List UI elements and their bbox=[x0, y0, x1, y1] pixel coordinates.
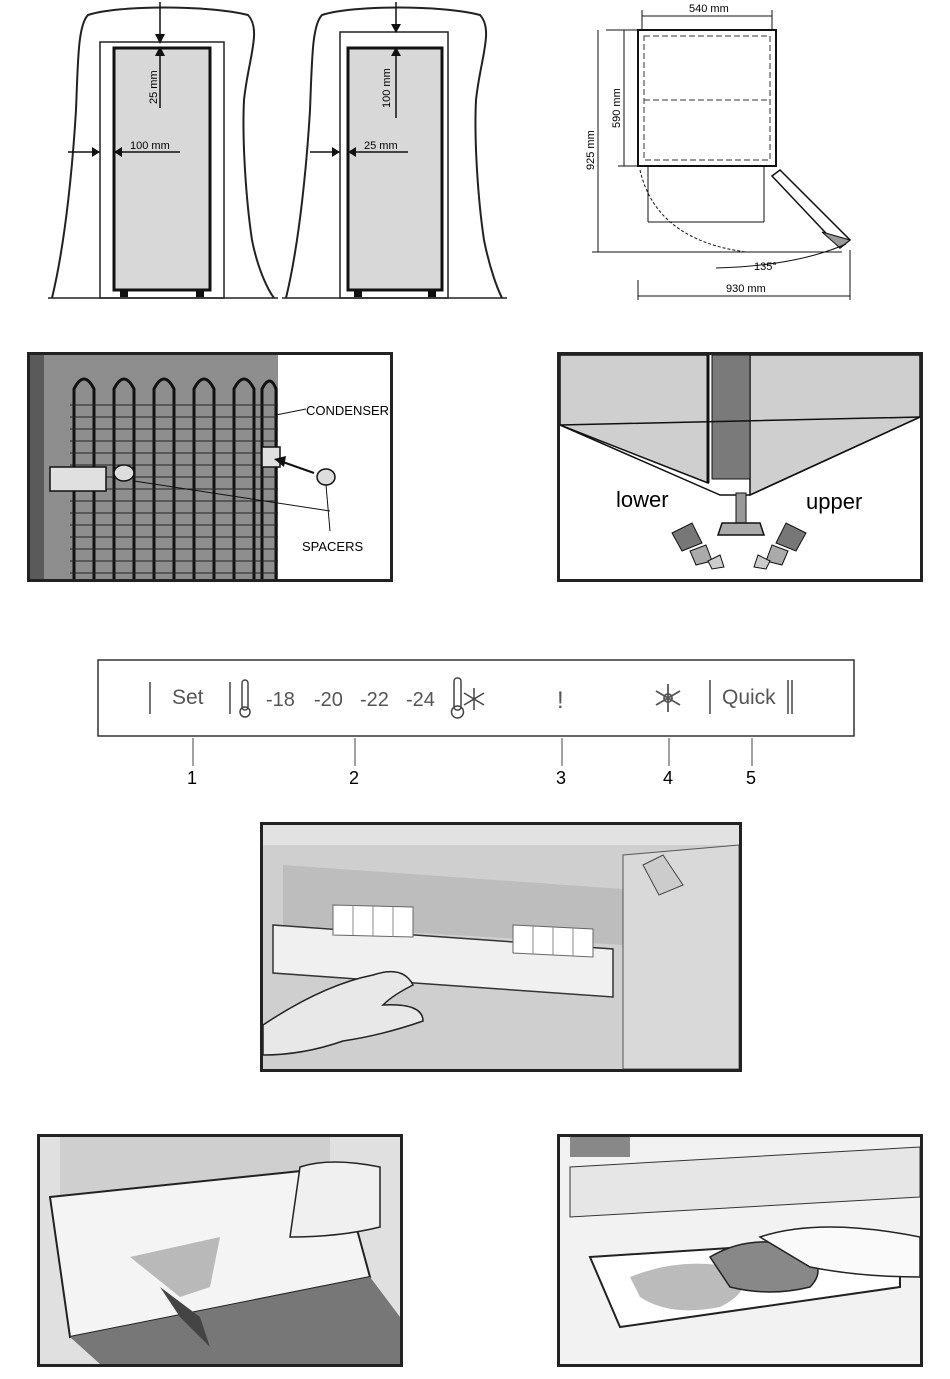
upper-label: upper bbox=[806, 489, 862, 514]
width-label: 540 mm bbox=[689, 3, 729, 15]
total-width-label: 930 mm bbox=[726, 283, 766, 295]
spacers-label: SPACERS bbox=[302, 539, 363, 554]
depth-label: 590 mm bbox=[611, 88, 623, 128]
alarm-indicator: ! bbox=[557, 687, 564, 714]
side-gap-label-left: 100 mm bbox=[130, 140, 170, 152]
callout-4: 4 bbox=[663, 768, 673, 788]
temp-option-3[interactable]: -22 bbox=[360, 689, 389, 711]
control-panel: Set -18 -20 -22 -24 ! Quick 1 2 3 4 5 bbox=[96, 658, 858, 790]
cleaning-illustration bbox=[557, 1134, 923, 1367]
condenser-label: CONDENSER bbox=[306, 403, 389, 418]
drawer-removal-illustration bbox=[37, 1134, 403, 1367]
lower-label: lower bbox=[616, 487, 669, 512]
temp-option-2[interactable]: -20 bbox=[314, 689, 343, 711]
set-button[interactable]: Set bbox=[172, 686, 204, 709]
quick-button[interactable]: Quick bbox=[722, 686, 776, 709]
clearance-diagram-left: 25 mm 100 mm bbox=[48, 0, 278, 305]
callout-2: 2 bbox=[349, 768, 359, 788]
temp-option-4[interactable]: -24 bbox=[406, 689, 435, 711]
side-gap-label-right: 25 mm bbox=[364, 140, 398, 152]
callout-5: 5 bbox=[746, 768, 756, 788]
top-gap-label-left: 25 mm bbox=[148, 70, 160, 104]
ice-tray-illustration bbox=[260, 822, 742, 1072]
callout-3: 3 bbox=[556, 768, 566, 788]
clearance-diagram-right: 100 mm 25 mm bbox=[282, 0, 507, 305]
depth-open-label: 925 mm bbox=[585, 130, 597, 170]
top-gap-label-right: 100 mm bbox=[381, 68, 393, 108]
temp-option-1[interactable]: -18 bbox=[266, 689, 295, 711]
callout-1: 1 bbox=[187, 768, 197, 788]
adjustable-feet-illustration: lower upper bbox=[557, 352, 923, 582]
condenser-illustration: CONDENSER SPACERS bbox=[27, 352, 393, 582]
door-angle-label: 135° bbox=[754, 261, 777, 273]
dimension-diagram: 540 mm 135° 590 mm 925 mm 930 mm bbox=[576, 0, 866, 305]
